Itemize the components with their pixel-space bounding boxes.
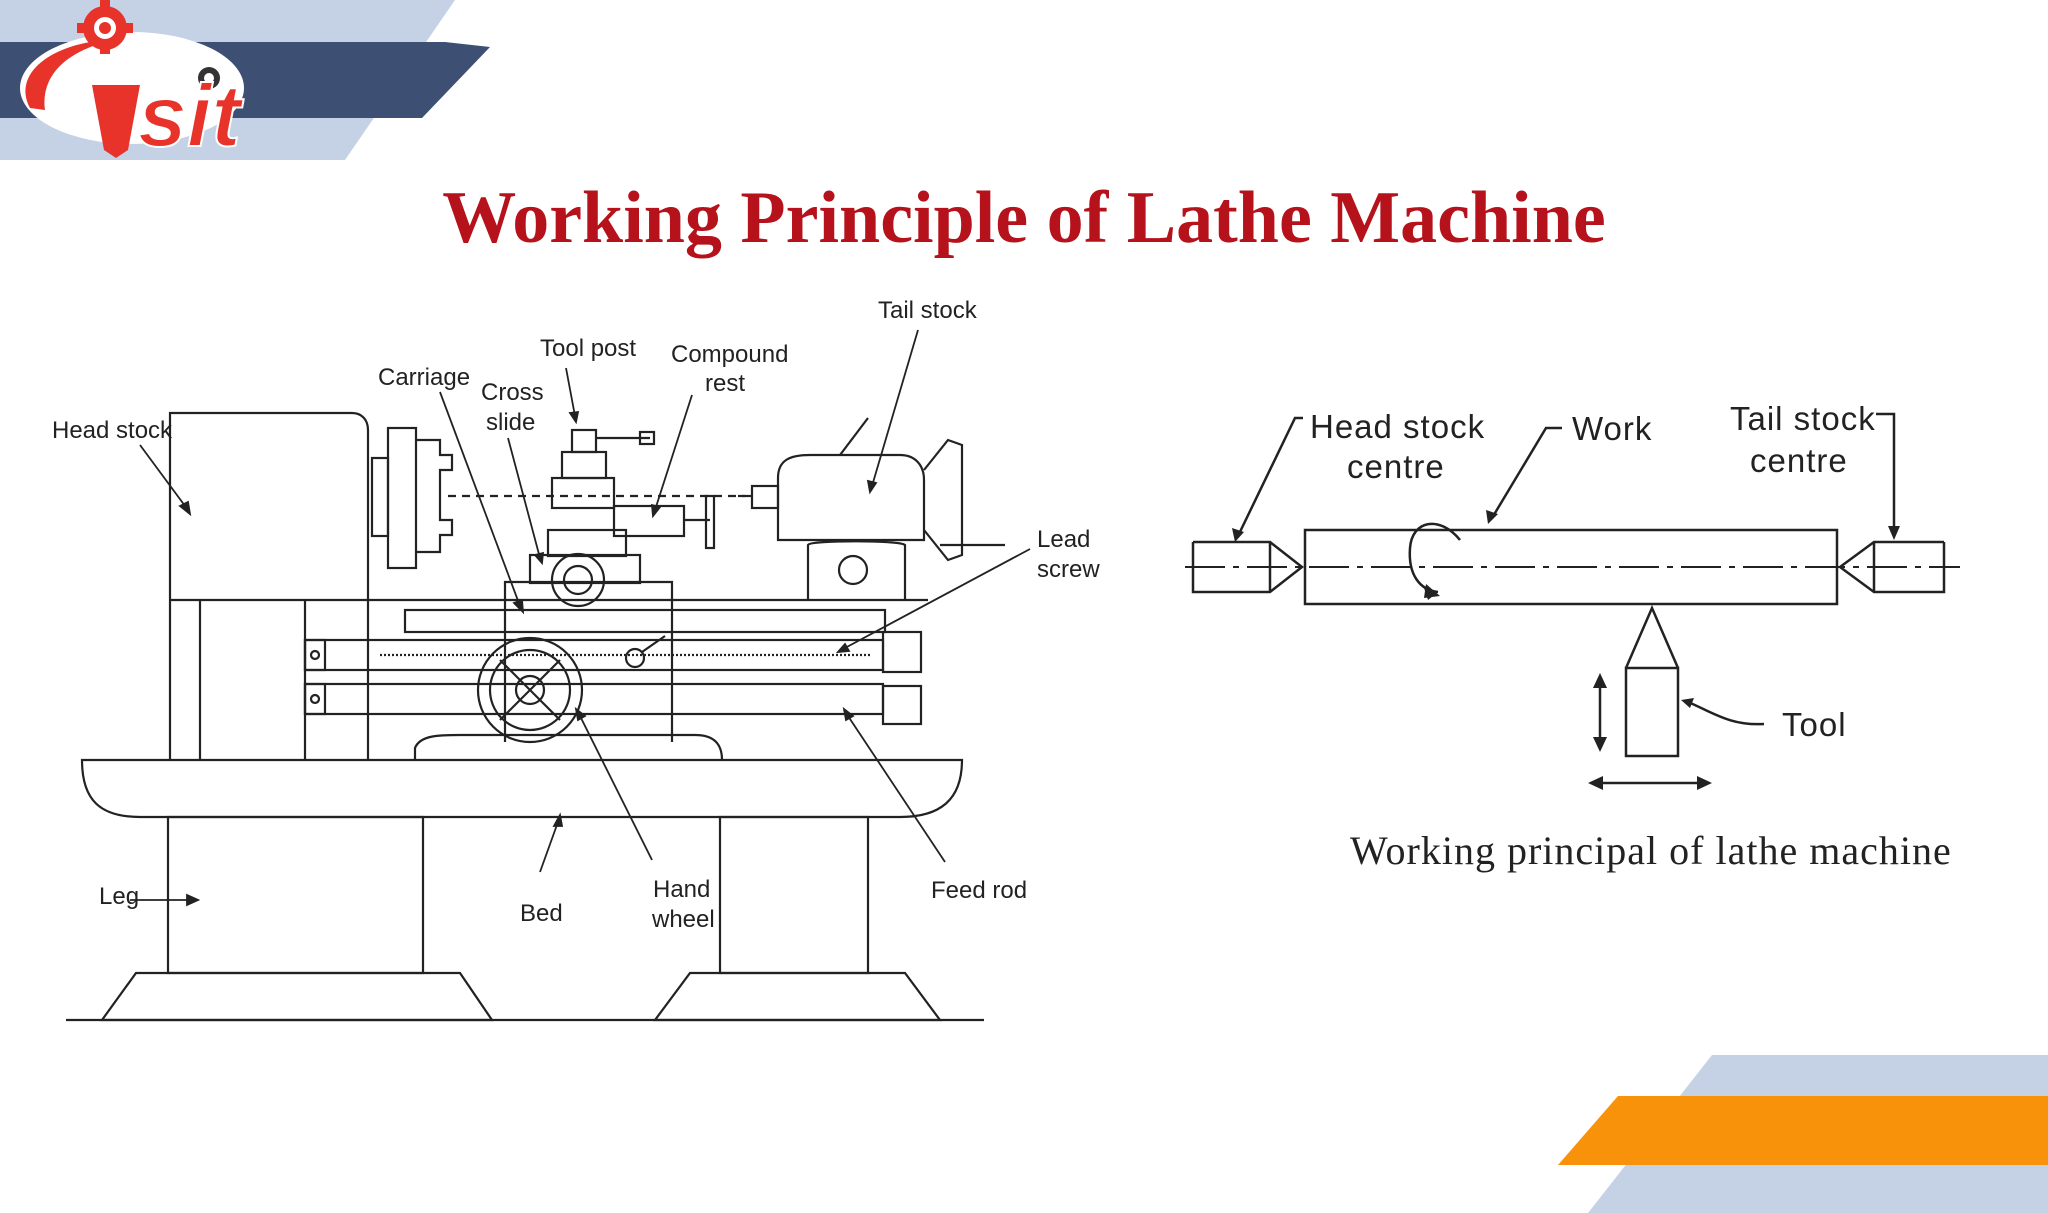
gear-icon [77,0,133,54]
label-bed: Bed [520,900,563,927]
label-hand-wheel-1: Hand [653,876,710,903]
label-lead-screw-2: screw [1037,556,1100,583]
label-tool-post: Tool post [540,335,636,362]
label-head-stock-centre-2: centre [1347,448,1445,485]
label-feed-rod: Feed rod [931,877,1027,904]
logo: sit [20,0,245,166]
label-compound-rest-1: Compound [671,341,788,368]
label-tail-stock-centre-2: centre [1750,442,1848,479]
label-head-stock: Head stock [52,417,173,444]
logo-text: sit [138,66,244,165]
label-lead-screw-1: Lead [1037,526,1090,553]
label-tool: Tool [1782,706,1847,743]
label-hand-wheel-2: wheel [651,906,715,933]
label-carriage: Carriage [378,364,470,391]
label-work: Work [1572,410,1652,447]
footer-orange-stripe [1558,1096,2048,1165]
label-compound-rest-2: rest [705,370,745,397]
page-title: Working Principle of Lathe Machine [442,177,1606,259]
label-tail-stock: Tail stock [878,297,978,324]
label-cross-slide-1: Cross [481,379,544,406]
label-head-stock-centre-1: Head stock [1310,408,1485,445]
label-leg: Leg [99,883,139,910]
label-cross-slide-2: slide [486,409,535,436]
label-tail-stock-centre-1: Tail stock [1730,400,1876,437]
diagram-caption: Working principal of lathe machine [1350,828,1952,873]
